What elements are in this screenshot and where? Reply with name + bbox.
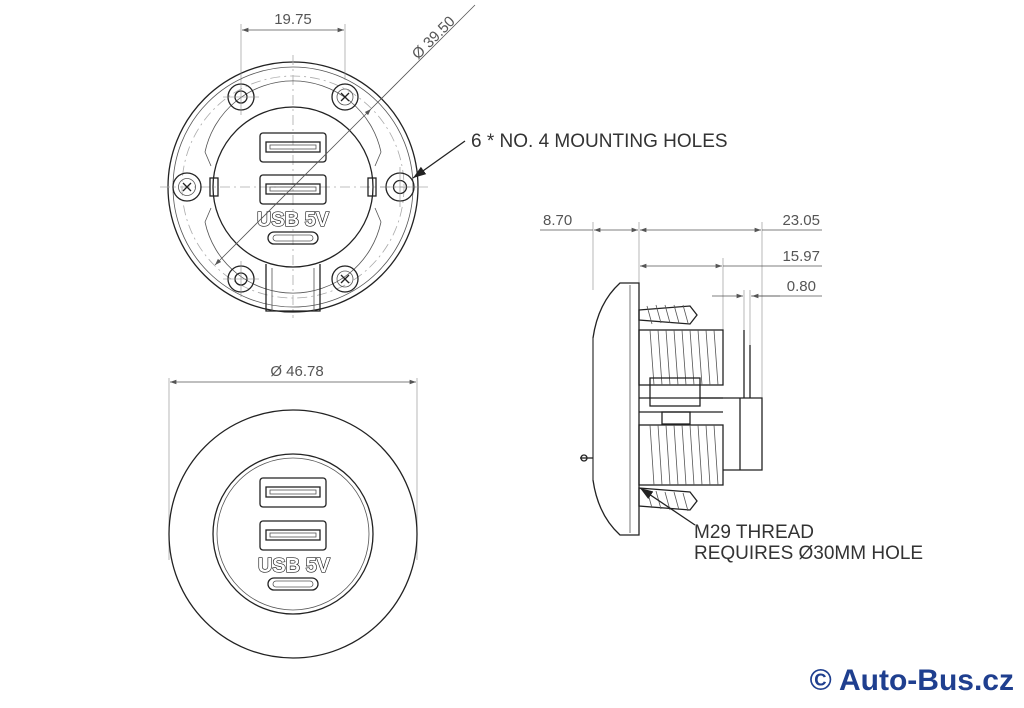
front-view-usb-port-1 [259,477,327,508]
mounting-hole-top-left [223,79,259,115]
dimension-diameter-46-78-label: Ø 46.78 [270,363,323,380]
brand-watermark: © Auto-Bus.cz [810,664,1014,697]
dimension-0-80: 0.80 [712,278,822,350]
front-view-outer-rim [168,409,418,659]
thread-note-line2: REQUIRES Ø30MM HOLE [694,543,923,564]
side-view-threaded-body [638,329,724,486]
screw-bottom-right [331,265,359,293]
screw-left [172,172,202,202]
top-view-inner-body [212,106,374,268]
front-view-usb-port-2 [259,520,327,551]
front-view-usb-label: USB 5V [258,555,331,577]
screw-top-right [331,83,359,111]
dimension-19-75: 19.75 [240,11,346,80]
dimension-23-05: 23.05 [640,212,822,400]
mounting-holes-note: 6 * NO. 4 MOUNTING HOLES [471,131,728,152]
dimension-15-97: 15.97 [640,248,822,330]
dimension-8-70: 8.70 [540,212,640,290]
dimension-0-80-label: 0.80 [787,278,816,295]
side-view-flange [592,282,640,536]
side-view-rear-housing [700,330,763,471]
front-view-usb-c-port [267,577,319,591]
top-view: USB 5V [160,4,728,318]
mounting-hole-right [380,167,420,207]
dimension-8-70-label: 8.70 [543,212,572,229]
dimension-diameter-46-78: Ø 46.78 [168,363,418,560]
dimension-diameter-39-50-label: Ø 39.50 [409,13,459,63]
front-view: Ø 46.78 USB 5V [168,363,418,659]
mounting-holes-callout: 6 * NO. 4 MOUNTING HOLES [412,131,728,179]
thread-note-line1: M29 THREAD [694,522,814,543]
mounting-hole-bottom-left [223,261,259,297]
thread-callout: M29 THREAD REQUIRES Ø30MM HOLE [639,487,923,564]
dimension-15-97-label: 15.97 [782,248,820,265]
side-view-screw-top [638,304,698,325]
dimension-19-75-label: 19.75 [274,11,312,28]
side-view: 8.70 23.05 15.97 0.80 [540,212,923,564]
dimension-23-05-label: 23.05 [782,212,820,229]
top-view-tab [265,264,321,312]
front-view-inner-face [212,453,374,615]
